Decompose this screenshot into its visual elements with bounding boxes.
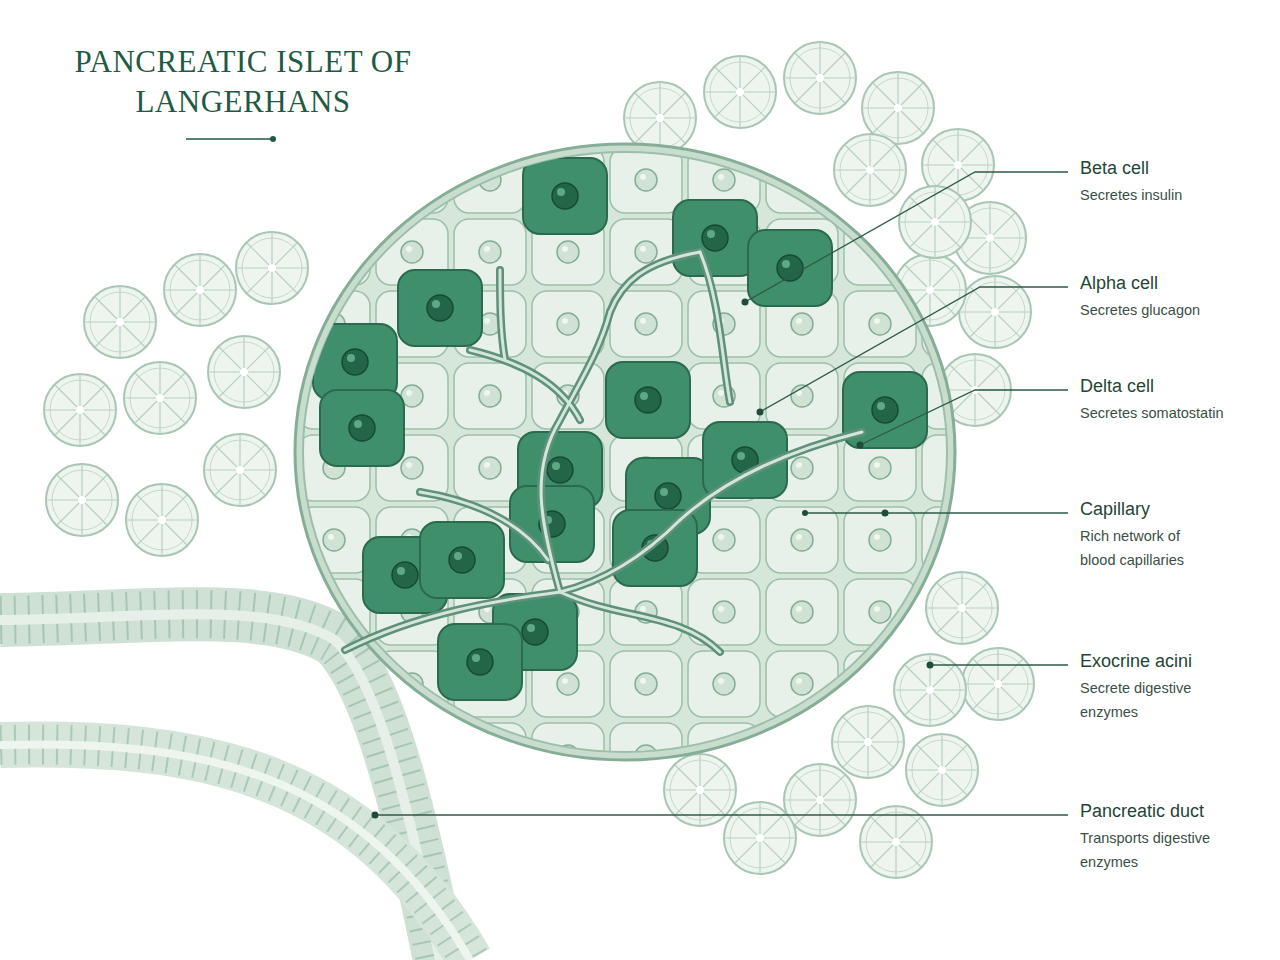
part-name: Pancreatic duct <box>1080 799 1204 823</box>
title-rule <box>186 136 276 142</box>
part-name: Beta cell <box>1080 156 1149 180</box>
part-name: Delta cell <box>1080 374 1154 398</box>
part-description: Secretes glucagon <box>1080 298 1200 322</box>
part-description: Secretes insulin <box>1080 183 1182 207</box>
leader-dots <box>372 299 934 819</box>
endocrine-cells <box>313 158 927 700</box>
part-name: Capillary <box>1080 497 1150 521</box>
part-name: Alpha cell <box>1080 271 1158 295</box>
islet <box>295 144 955 760</box>
diagram-title: PANCREATIC ISLET OF LANGERHANS <box>38 42 448 122</box>
leader-lines <box>375 172 1068 815</box>
part-name: Exocrine acini <box>1080 649 1192 673</box>
part-description: Transports digestive enzymes <box>1080 826 1225 874</box>
part-description: Secrete digestive enzymes <box>1080 676 1208 724</box>
part-description: Secretes somatostatin <box>1080 401 1223 425</box>
capillaries <box>345 252 862 652</box>
part-description: Rich network of blood capillaries <box>1080 524 1208 572</box>
